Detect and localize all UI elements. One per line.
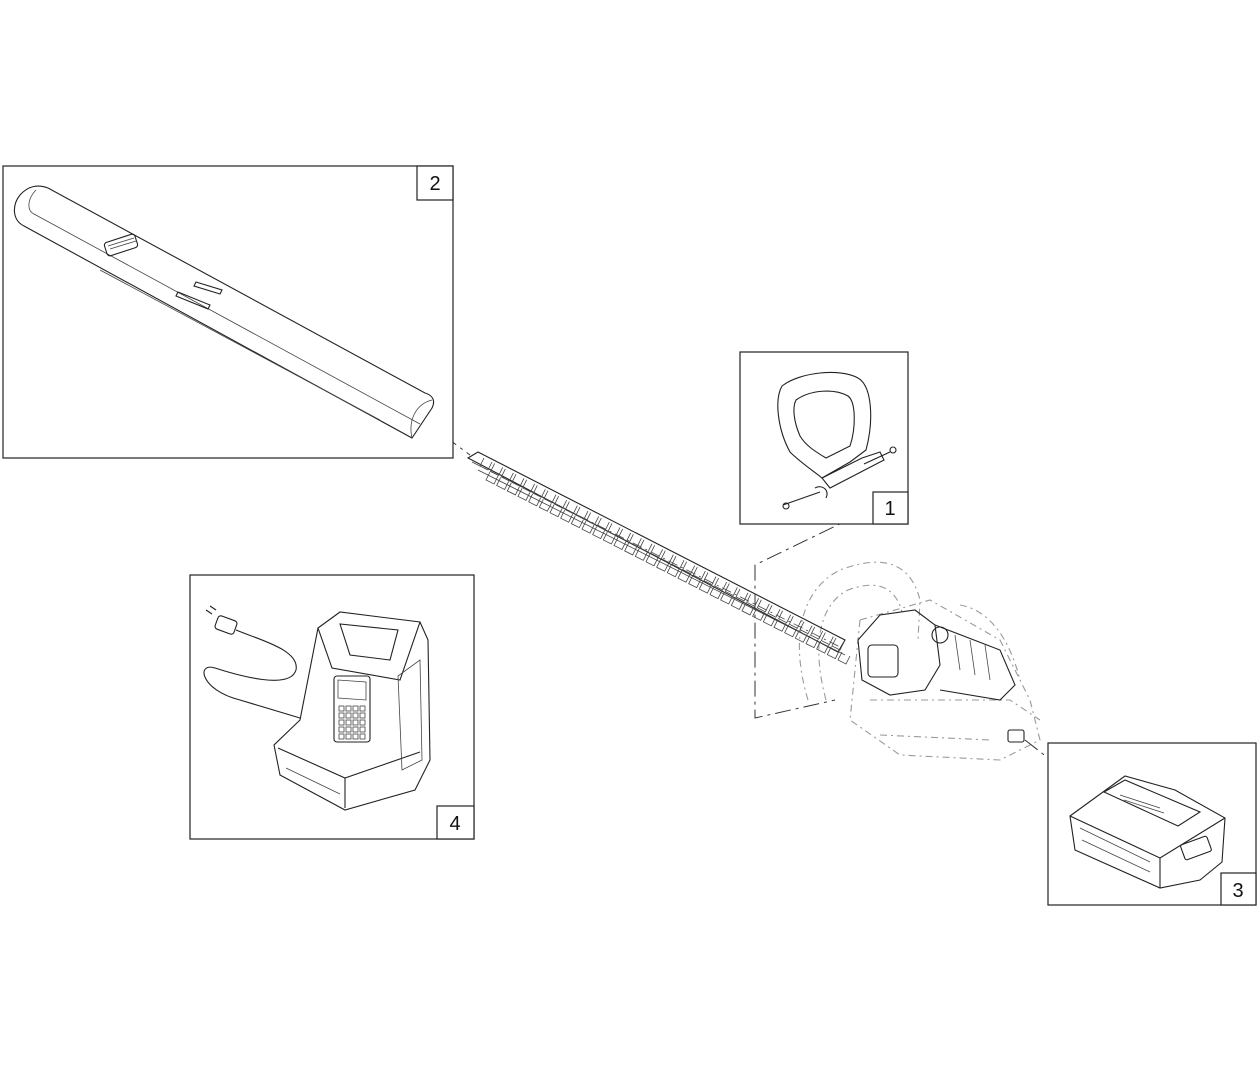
charger-vent xyxy=(352,705,359,712)
blade-tooth xyxy=(671,556,691,583)
charger-vent xyxy=(345,705,352,712)
charger-vent xyxy=(359,705,366,712)
blade-tooth xyxy=(714,577,734,605)
callout-label-4: 4 xyxy=(449,813,460,835)
charger-vent xyxy=(338,719,345,726)
blade-tooth xyxy=(543,490,563,518)
charger-vent xyxy=(359,733,366,740)
blade-tooth xyxy=(639,539,659,567)
blade-tooth xyxy=(650,545,670,572)
callout-label-1: 1 xyxy=(884,498,895,520)
blade-tooth xyxy=(799,621,819,649)
blade-tooth xyxy=(490,463,510,490)
charger-vent xyxy=(345,712,352,719)
charger-vent xyxy=(338,733,345,740)
callout-label-3: 3 xyxy=(1232,880,1243,902)
charger-vent xyxy=(338,726,345,733)
blade-tooth xyxy=(479,457,499,485)
trimmer-motor-detail xyxy=(857,609,1025,743)
charger-vent xyxy=(359,712,366,719)
part-box-4: 4 xyxy=(189,574,475,840)
blade-tooth xyxy=(628,534,648,561)
blade-tooth xyxy=(660,550,680,578)
trimmer-blade xyxy=(466,451,851,665)
part-box-1: 1 xyxy=(739,351,909,525)
blade-tooth xyxy=(692,566,712,594)
blade-tooth xyxy=(500,468,520,496)
blade-tooth xyxy=(532,485,552,512)
charger-vent xyxy=(345,733,352,740)
blade-tooth xyxy=(820,632,840,660)
blade-tooth xyxy=(735,588,755,616)
blade-tooth xyxy=(522,479,542,507)
blade-tooth xyxy=(724,583,744,610)
blade-tooth xyxy=(554,496,574,523)
charger-vent xyxy=(352,719,359,726)
charger-vent xyxy=(359,726,366,733)
charger-vent xyxy=(352,733,359,740)
callout-label-2: 2 xyxy=(429,173,440,195)
hedge-trimmer-outline xyxy=(798,561,1041,761)
blade-tooth xyxy=(586,512,606,540)
blade-tooth xyxy=(607,523,627,550)
charger-vent xyxy=(345,726,352,733)
part-box-3: 3 xyxy=(1047,742,1257,906)
blade-tooth xyxy=(682,561,702,589)
charger-vent xyxy=(352,712,359,719)
blade-tooth xyxy=(618,528,638,556)
blade-tooth xyxy=(788,616,808,643)
blade-tooth xyxy=(767,605,787,632)
blade-tooth xyxy=(703,572,723,600)
charger-vent xyxy=(338,712,345,719)
blade-tooth xyxy=(596,517,616,545)
blade-tooth xyxy=(746,594,766,621)
charger-vent xyxy=(345,719,352,726)
blade-tooth xyxy=(756,599,776,627)
part-box-2: 2 xyxy=(2,165,454,459)
charger-vent xyxy=(352,726,359,733)
blade-tooth xyxy=(810,626,830,654)
blade-tooth xyxy=(831,637,851,665)
charger-vent xyxy=(359,719,366,726)
blade-tooth xyxy=(564,501,584,529)
blade-tooth xyxy=(575,506,595,534)
charger-vent xyxy=(338,705,345,712)
blade-tooth xyxy=(778,610,798,638)
blade-tooth xyxy=(511,474,531,501)
